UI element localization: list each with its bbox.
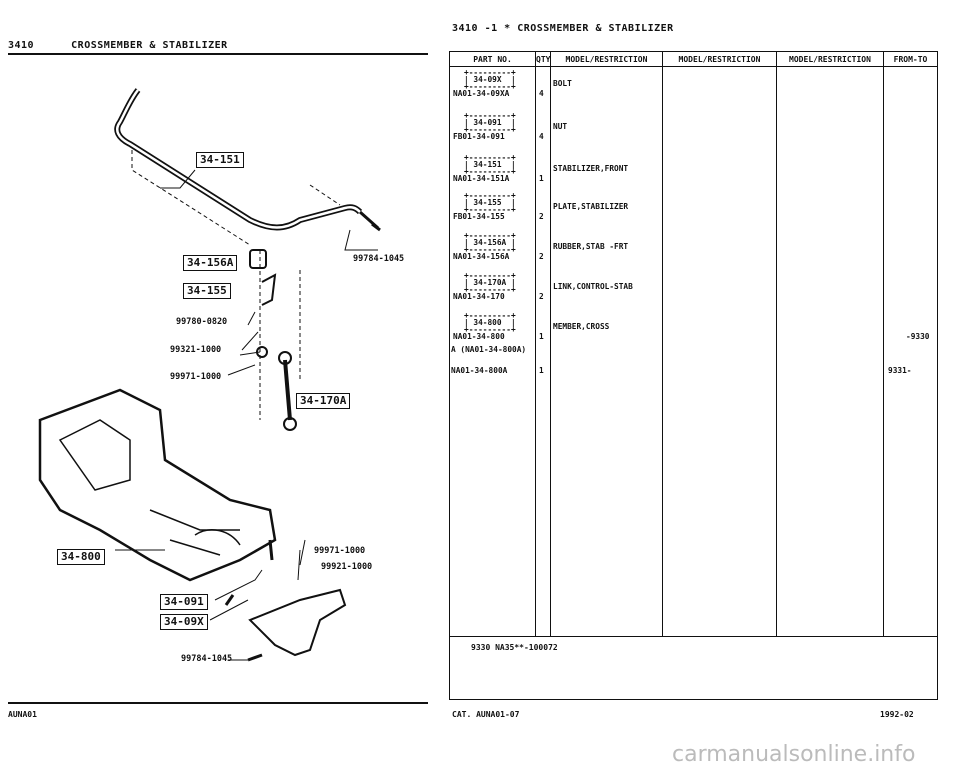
- part-description: BOLT: [553, 79, 572, 88]
- part-number: NA01-34-800: [453, 332, 505, 341]
- part-description: STABILIZER,FRONT: [553, 164, 629, 173]
- part-number: NA01-34-151A: [453, 174, 510, 183]
- callout-99784-1045-top: 99784-1045: [353, 254, 405, 264]
- section-code: 3410: [8, 40, 35, 51]
- quantity: 4: [539, 132, 544, 141]
- footer-catalog: CAT. AUNA01-07: [452, 710, 520, 719]
- from-to: -9330: [906, 332, 930, 341]
- group-label: | 34-091 |: [464, 118, 516, 127]
- part-number: NA01-34-09XA: [453, 89, 510, 98]
- group-box-bottom: +---------+: [464, 167, 516, 176]
- group-box-bottom: +---------+: [464, 325, 516, 334]
- group-box-top: +---------+: [464, 68, 516, 77]
- diagram-label-34-170A: 34-170A: [296, 393, 351, 409]
- group-box-top: +---------+: [464, 311, 516, 320]
- group-label: | 34-800 |: [464, 318, 516, 327]
- col-model-3: MODEL/RESTRICTION: [776, 51, 884, 67]
- part-description: RUBBER,STAB -FRT: [553, 242, 629, 251]
- group-label: | 34-09X |: [464, 75, 516, 84]
- group-label: | 34-156A |: [464, 238, 516, 247]
- diagram-label-34-091: 34-091: [160, 594, 208, 610]
- left-header-rule: [8, 53, 428, 55]
- group-box-top: +---------+: [464, 153, 516, 162]
- callout-99780-0820: 99780-0820: [176, 317, 228, 327]
- lower-arm: [248, 588, 347, 657]
- col-qty: QTY: [535, 51, 551, 67]
- diagram-label-34-151: 34-151: [196, 152, 244, 168]
- part-number: NA01-34-156A: [453, 252, 510, 261]
- group-box-top: +---------+: [464, 191, 516, 200]
- group-box-top: +---------+: [464, 271, 516, 280]
- quantity: 1: [539, 332, 544, 341]
- parts-diagram: [38, 88, 381, 662]
- group-box-bottom: +---------+: [464, 245, 516, 254]
- link-rod: [283, 359, 292, 421]
- bushing: [249, 249, 267, 269]
- part-number: A (NA01-34-800A): [451, 345, 527, 354]
- group-box-bottom: +---------+: [464, 285, 516, 294]
- right-header: 3410 -1 * CROSSMEMBER & STABILIZER: [452, 23, 674, 34]
- part-number: NA01-34-800A: [451, 366, 508, 375]
- part-description: MEMBER,CROSS: [553, 322, 610, 331]
- table-footnote: 9330 NA35**-100072: [471, 643, 558, 652]
- diagram-label-34-09X: 34-09X: [160, 614, 208, 630]
- left-header: 3410 CROSSMEMBER & STABILIZER: [8, 40, 228, 51]
- part-number: FB01-34-091: [453, 132, 505, 141]
- quantity: 1: [539, 366, 544, 375]
- callout-99321-1000: 99321-1000: [170, 345, 222, 355]
- bolt-top: [359, 210, 381, 232]
- group-label: | 34-170A |: [464, 278, 516, 287]
- callout-99921-1000: 99921-1000: [321, 562, 373, 572]
- quantity: 2: [539, 212, 544, 221]
- group-box-bottom: +---------+: [464, 205, 516, 214]
- callout-99784-1045-bottom: 99784-1045: [181, 654, 233, 664]
- part-number: NA01-34-170: [453, 292, 505, 301]
- left-footer-rule: [8, 702, 428, 704]
- watermark: carmanualsonline.info: [672, 742, 916, 767]
- group-box-bottom: +---------+: [464, 125, 516, 134]
- group-box-bottom: +---------+: [464, 82, 516, 91]
- quantity: 2: [539, 252, 544, 261]
- quantity: 2: [539, 292, 544, 301]
- quantity: 4: [539, 89, 544, 98]
- callout-99971-1000-lower: 99971-1000: [314, 546, 366, 556]
- diagram-label-34-156A: 34-156A: [183, 255, 238, 271]
- col-model-2: MODEL/RESTRICTION: [662, 51, 777, 67]
- footer-left-code: AUNA01: [8, 710, 37, 719]
- group-box-top: +---------+: [464, 111, 516, 120]
- part-description: LINK,CONTROL-STAB: [553, 282, 633, 291]
- parts-table: PART NO. QTY MODEL/RESTRICTION MODEL/RES…: [449, 51, 938, 700]
- part-description: PLATE,STABILIZER: [553, 202, 629, 211]
- part-number: FB01-34-155: [453, 212, 505, 221]
- from-to: 9331-: [888, 366, 912, 375]
- footer-year: 1992-02: [880, 710, 914, 719]
- col-from-to: FROM-TO: [883, 51, 938, 67]
- part-description: NUT: [553, 122, 568, 131]
- crossmember: [38, 388, 277, 582]
- callout-99971-1000-upper: 99971-1000: [170, 372, 222, 382]
- section-title: CROSSMEMBER & STABILIZER: [71, 40, 228, 51]
- group-box-top: +---------+: [464, 231, 516, 240]
- bracket: [261, 273, 277, 306]
- diagram-label-34-155: 34-155: [183, 283, 231, 299]
- col-part-no: PART NO.: [449, 51, 536, 67]
- group-label: | 34-155 |: [464, 198, 516, 207]
- quantity: 1: [539, 174, 544, 183]
- col-model-1: MODEL/RESTRICTION: [550, 51, 663, 67]
- diagram-label-34-800: 34-800: [57, 549, 105, 565]
- group-label: | 34-151 |: [464, 160, 516, 169]
